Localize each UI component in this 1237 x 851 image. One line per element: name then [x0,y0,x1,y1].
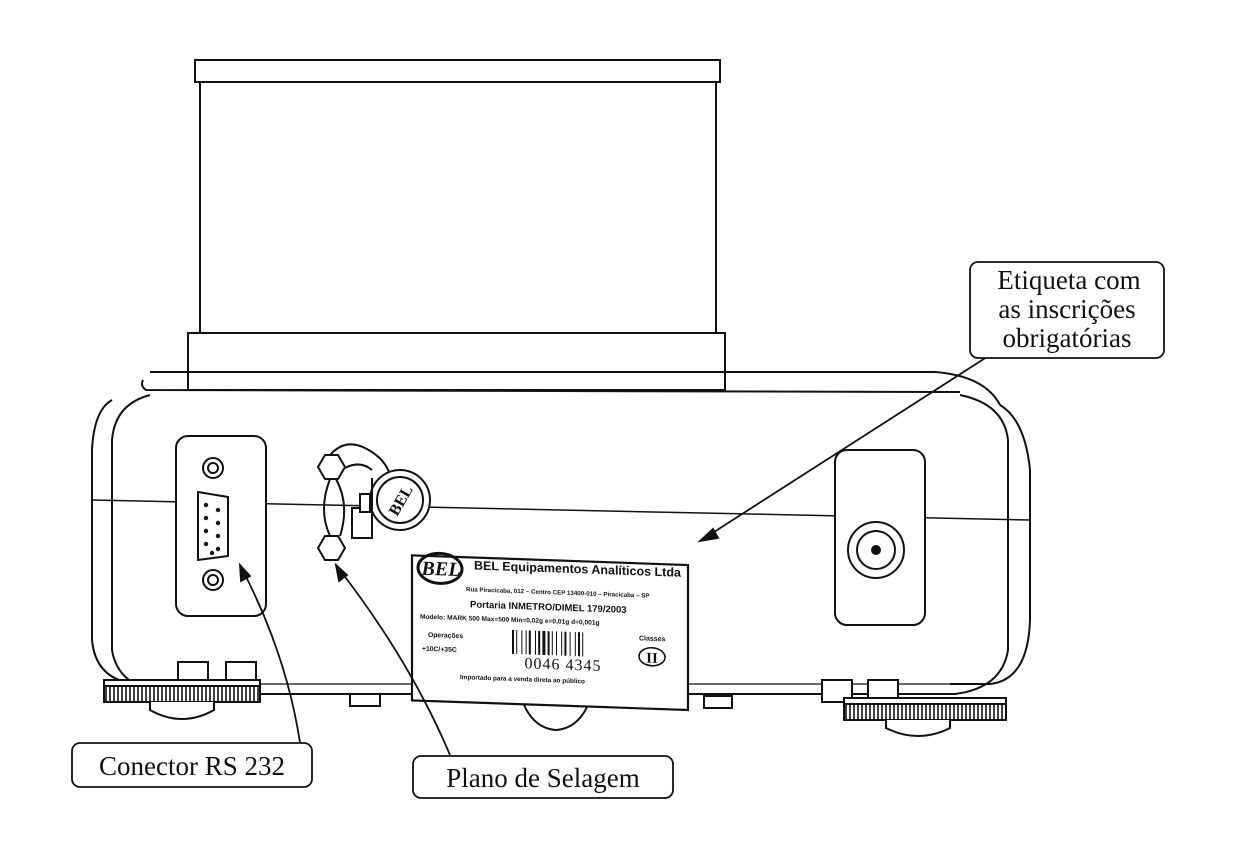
plate-footer: Importado para a venda direta ao público [460,674,585,685]
power-connector-panel [834,449,926,626]
plate-logo: BEL [421,558,461,581]
leader-lines [238,354,991,758]
identification-plate: BEL BEL Equipamentos Analíticos Ltda Rua… [410,551,690,712]
callout-label-line-1: Etiqueta com [997,265,1140,295]
callout-label-line-2: as inscrições [998,294,1135,324]
plate-operations-label: Operações [428,632,463,640]
seal-assembly: BEL [316,443,431,561]
barcode [512,629,584,657]
callout-label: Etiqueta com as inscrições obrigatórias [969,261,1165,359]
arrowhead-label [697,527,720,543]
callout-seal-plane-text: Plano de Selagem [446,763,639,793]
leader-label [699,354,991,542]
plate-operations-value: +10C/+35C [422,646,457,654]
leader-rs232 [239,564,303,758]
leader-seal [335,564,451,756]
plate-portaria: Portaria INMETRO/DIMEL 179/2003 [470,599,627,615]
weighing-pan [187,59,726,391]
callout-label-line-3: obrigatórias [1003,323,1132,353]
arrowhead-seal [334,562,349,583]
callout-rs232: Conector RS 232 [71,742,313,788]
arrowhead-rs232 [238,562,252,583]
db9-pins [203,502,221,556]
left-foot [103,661,261,720]
callout-rs232-text: Conector RS 232 [99,751,285,781]
plate-barcode-number: 0046 4345 [525,655,602,675]
callout-seal-plane: Plano de Selagem [412,755,674,799]
right-foot [821,679,1007,737]
plate-class-value: II [646,651,658,667]
plate-class-label: Classes [639,635,666,643]
